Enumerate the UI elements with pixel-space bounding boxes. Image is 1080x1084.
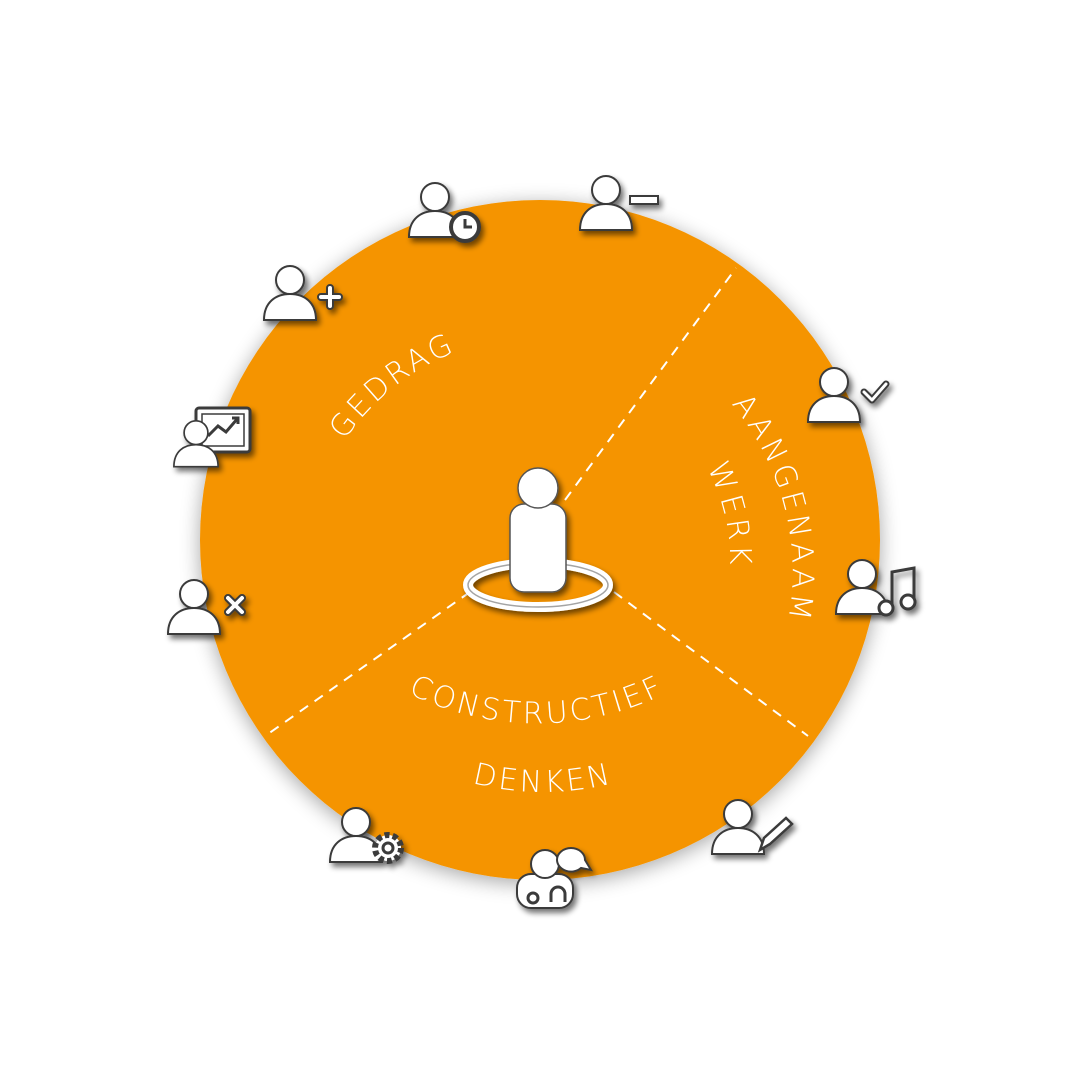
divider-bottom-right xyxy=(613,591,809,737)
user-support-icon xyxy=(516,847,594,909)
divider-bottom-left xyxy=(267,591,471,735)
user-clock-icon xyxy=(408,182,481,243)
user-presentation-icon xyxy=(173,406,252,468)
divider-top-right xyxy=(564,267,737,501)
user-remove-icon xyxy=(167,579,246,635)
user-edit-icon xyxy=(711,799,794,855)
user-settings-icon xyxy=(329,807,404,864)
user-plus-icon xyxy=(263,265,343,321)
user-minus-icon xyxy=(579,175,659,231)
user-check-icon xyxy=(807,367,890,423)
center-person-icon xyxy=(463,467,613,612)
user-music-icon xyxy=(835,559,917,617)
